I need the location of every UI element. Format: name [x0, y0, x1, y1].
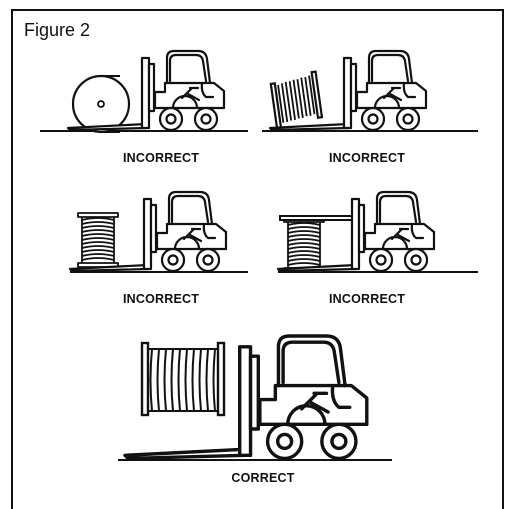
- panel-4-incorrect: [278, 192, 478, 272]
- caption-panel-3: INCORRECT: [81, 292, 241, 306]
- panel-1-incorrect: [40, 51, 248, 132]
- cable-reel-icon: [142, 343, 224, 415]
- panel-2-incorrect: [262, 51, 478, 131]
- panel-3-incorrect: [70, 192, 248, 272]
- forklift-icon: [70, 192, 226, 271]
- forklift-icon: [125, 336, 367, 458]
- panel-5-correct: [118, 336, 392, 460]
- caption-panel-2: INCORRECT: [287, 151, 447, 165]
- caption-panel-1: INCORRECT: [81, 151, 241, 165]
- caption-panel-5: CORRECT: [183, 471, 343, 485]
- forklift-icon: [270, 51, 426, 130]
- cable-reel-icon: [73, 76, 129, 132]
- cable-reel-icon: [270, 72, 323, 130]
- caption-panel-4: INCORRECT: [287, 292, 447, 306]
- cable-reel-icon: [78, 213, 118, 267]
- cable-reel-icon: [284, 218, 324, 272]
